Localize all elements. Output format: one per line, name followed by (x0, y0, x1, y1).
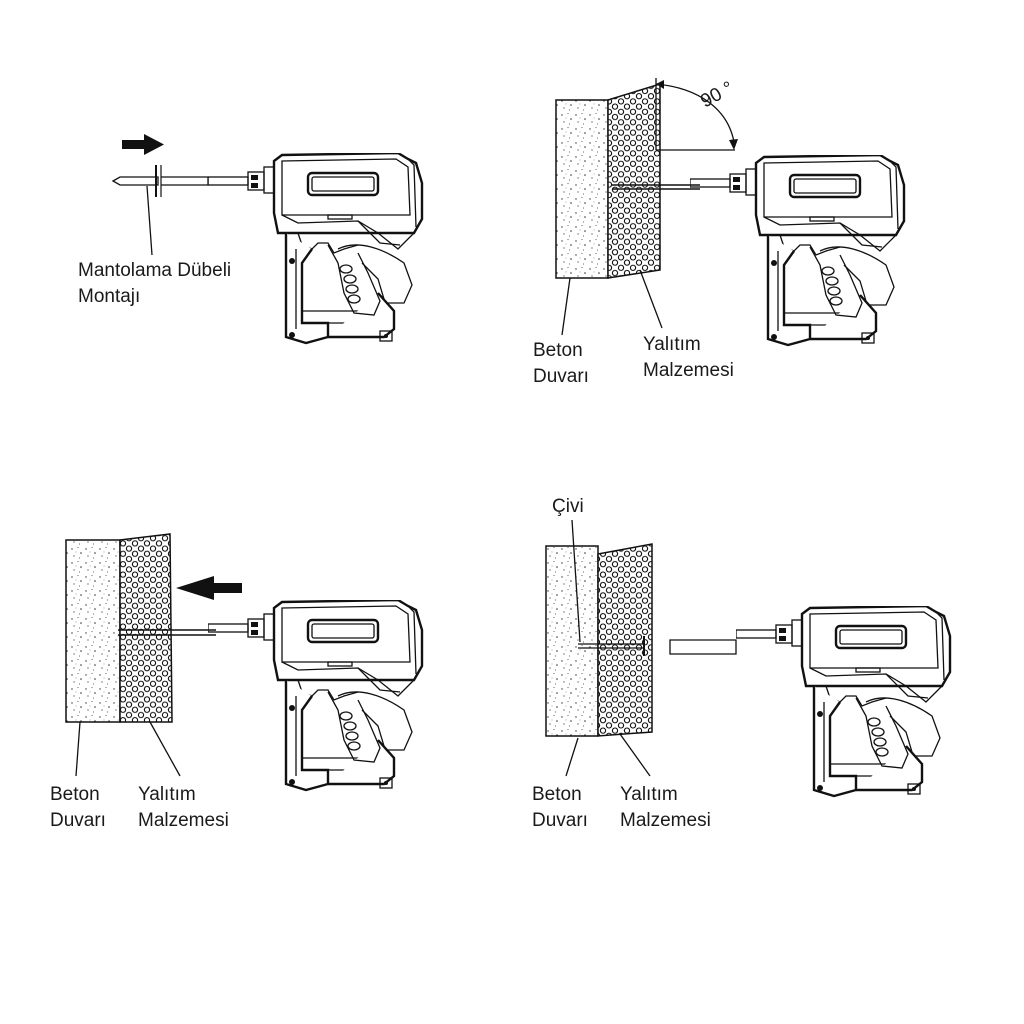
wall-label-line1: Beton (532, 784, 582, 805)
insulation-label-line1: Yalıtım (138, 784, 196, 805)
insulation-label-line2: Malzemesi (138, 810, 229, 831)
insulation-material (597, 543, 653, 737)
wall-label-line1: Beton (50, 784, 100, 805)
insulation-label-line2: Malzemesi (620, 810, 711, 831)
panel-1: Mantolama Dübeli Montajı (78, 134, 424, 345)
nail-label: Çivi (552, 496, 584, 517)
panel-2: 90 ° Beton Duvarı Yalıtım Malzemesi (533, 78, 906, 387)
nail-gun-icon (208, 600, 424, 792)
angle-arc-icon (655, 78, 738, 151)
wall-label-line2: Duvarı (533, 366, 589, 387)
insulation-label-line1: Yalıtım (643, 334, 701, 355)
insulation-label-line2: Malzemesi (643, 360, 734, 381)
dowel-label-line2: Montajı (78, 286, 140, 307)
insulation-material (607, 82, 661, 279)
angle-label: 90 ° (697, 78, 737, 113)
wall-label-line1: Beton (533, 340, 583, 361)
nail-gun-icon (208, 153, 424, 345)
concrete-wall (555, 99, 609, 279)
panel-3: Beton Duvarı Yalıtım Malzemesi (50, 533, 424, 831)
arrow-left-icon (176, 576, 242, 600)
concrete-wall (545, 545, 599, 737)
insulation-material (119, 533, 173, 723)
panel-4: Çivi Beton Duvarı Yalıtım Malzemesi (532, 496, 952, 831)
dowel-label-line1: Mantolama Dübeli (78, 260, 231, 281)
nail-gun-icon (736, 606, 952, 798)
concrete-wall (65, 539, 121, 723)
insulation-dowel (111, 165, 209, 197)
wall-label-line2: Duvarı (50, 810, 106, 831)
arrow-right-icon (122, 134, 164, 155)
wall-label-line2: Duvarı (532, 810, 588, 831)
nail-gun-icon (690, 155, 906, 347)
insulation-label-line1: Yalıtım (620, 784, 678, 805)
